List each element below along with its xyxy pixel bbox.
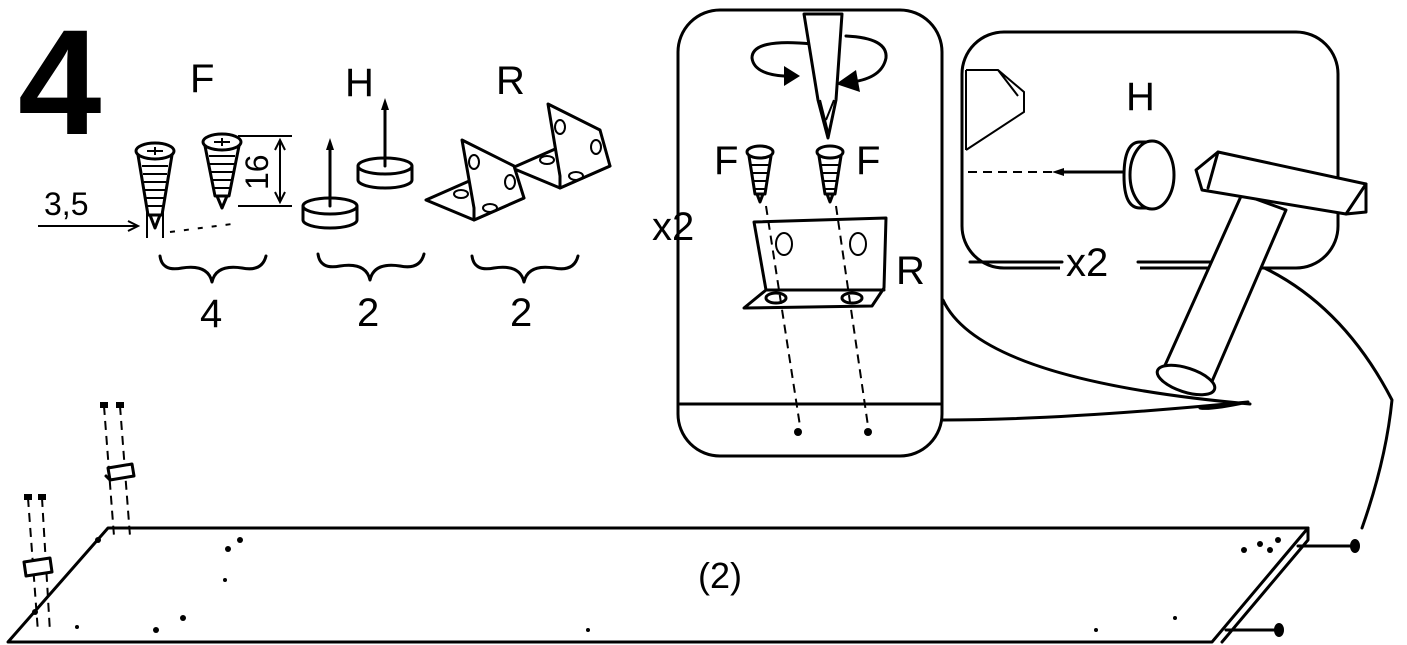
- diameter-dimension-line: [38, 212, 164, 238]
- detail-glide-label: H: [1126, 75, 1155, 119]
- screw-icon: [134, 141, 176, 230]
- screw-icon: [201, 132, 243, 210]
- screwdriver-icon: [802, 12, 844, 140]
- glide-detail-panel: H x2: [960, 30, 1394, 530]
- detail-bracket-label: R: [896, 249, 925, 293]
- length-dimension-line: [238, 135, 292, 207]
- screw-letter: F: [190, 57, 214, 101]
- bracket-assembly-back: [100, 402, 136, 537]
- bracket-icon: [424, 138, 526, 222]
- bracket-detail-multiplier: x2: [652, 205, 694, 249]
- screw-icon: [745, 144, 775, 204]
- rotate-arrow-icon: [750, 34, 888, 92]
- step-number: 4: [18, 0, 101, 166]
- board-hole-marks: [32, 537, 1281, 633]
- hammer-icon: [1155, 150, 1368, 397]
- screw-count: 4: [200, 292, 222, 336]
- glide-letter: H: [345, 61, 374, 105]
- bracket-part-r: R 2: [424, 59, 612, 335]
- glide-icon: [1224, 623, 1284, 637]
- brace-icon: [158, 254, 268, 284]
- board-label: (2): [698, 555, 742, 596]
- glide-icon: [1296, 539, 1360, 553]
- screw-icon: [815, 144, 845, 204]
- glide-count: 2: [357, 291, 379, 335]
- glide-part-h: H 2: [301, 61, 426, 335]
- glide-detail-multiplier: x2: [1066, 241, 1108, 285]
- glide-icon: [356, 98, 414, 190]
- glide-icon: [301, 138, 359, 230]
- glide-icon: [1052, 139, 1176, 211]
- bracket-icon: [742, 216, 888, 310]
- screw-part-f: F 16 3,5: [38, 57, 292, 336]
- parts-legend: F 16 3,5: [38, 57, 612, 336]
- screw-diameter: 3,5: [44, 186, 88, 222]
- bracket-icon: [510, 102, 612, 190]
- bracket-assembly-front: [22, 494, 54, 633]
- detail-screw-right-label: F: [856, 139, 880, 183]
- bracket-detail-panel: x2 F F: [652, 8, 1252, 458]
- detail-screw-left-label: F: [714, 139, 738, 183]
- bracket-letter: R: [496, 59, 525, 103]
- board-panel: (2): [6, 402, 1360, 644]
- screw-length: 16: [239, 154, 275, 190]
- brace-icon: [316, 252, 426, 282]
- brace-icon: [470, 254, 580, 284]
- bracket-count: 2: [510, 291, 532, 335]
